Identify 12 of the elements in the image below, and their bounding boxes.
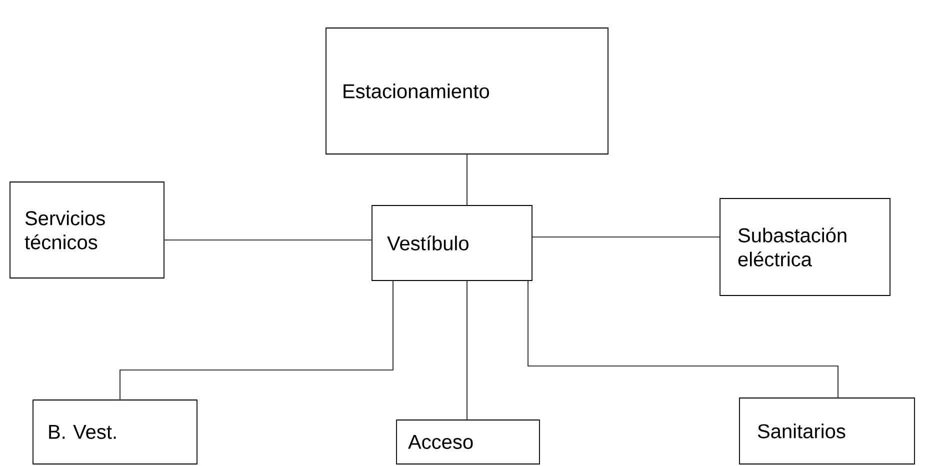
connector-line [528,280,838,398]
room-box: Sanitarios [739,398,915,464]
connector-line [532,236,720,238]
room-box: Subastación eléctrica [720,198,890,296]
connector-line [466,280,468,420]
connector-line [466,154,468,206]
room-box: Servicios técnicos [10,182,164,278]
connector-line [120,280,394,400]
room-box: Vestíbulo [372,205,532,281]
room-box: Acceso [396,420,540,464]
room-box: Estacionamiento [326,28,608,154]
room-box: B. Vest. [32,400,198,464]
